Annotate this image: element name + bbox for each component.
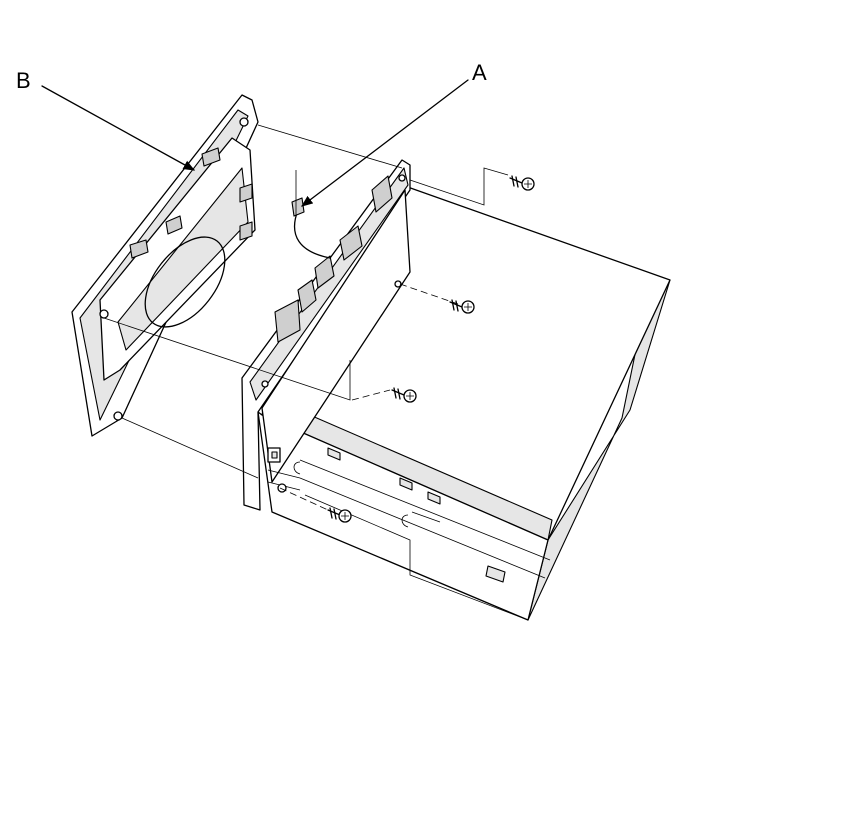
front-bracket xyxy=(241,159,411,511)
callout-label-a: A xyxy=(472,60,487,85)
screw-top-right xyxy=(509,175,535,191)
front-bezel xyxy=(71,94,259,437)
callout-label-b: B xyxy=(16,68,31,93)
screw-bottom xyxy=(327,507,352,523)
screw-middle-right xyxy=(449,299,475,314)
ribbon-cable xyxy=(291,197,331,259)
screw-middle-left xyxy=(391,387,417,403)
callout-b: B xyxy=(16,68,196,171)
callout-a: A xyxy=(301,60,487,207)
alignment-lines xyxy=(103,124,509,511)
